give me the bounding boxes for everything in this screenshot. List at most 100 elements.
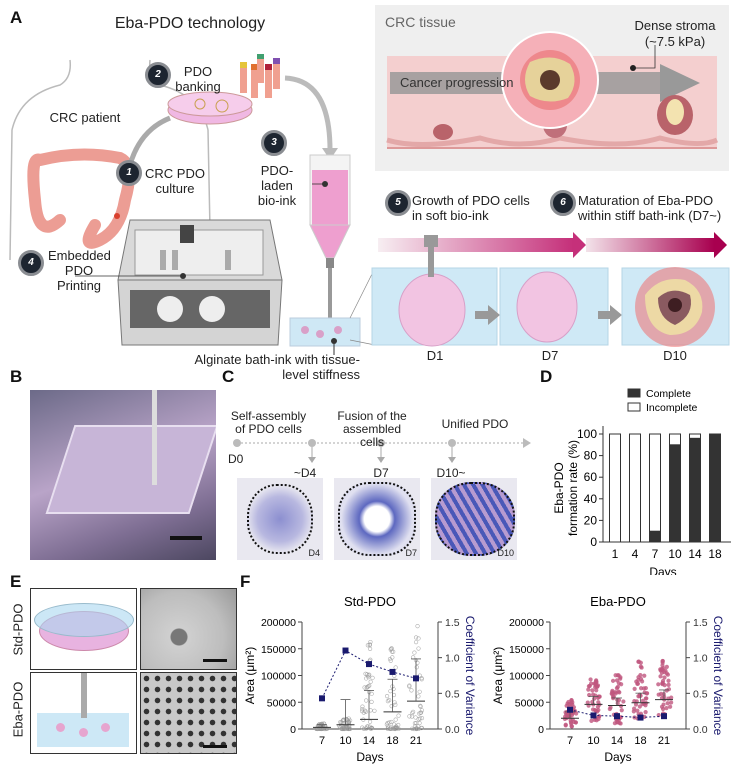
y2-tick-label: 0.5	[445, 688, 460, 700]
data-point	[612, 721, 617, 726]
legend-swatch	[627, 388, 641, 398]
data-point	[666, 678, 671, 683]
data-point	[563, 722, 568, 727]
y2-axis-label: Coefficient of Variance	[463, 616, 477, 736]
data-point	[389, 646, 394, 651]
data-point	[643, 696, 648, 701]
panel-a-illustration	[9, 5, 730, 355]
y-tick-label: 0	[590, 535, 597, 549]
y-axis-label: formation rate (%)	[566, 440, 580, 536]
y2-tick-label: 0.0	[693, 724, 708, 736]
phase-label-1: Self-assembly of PDO cells	[230, 409, 307, 436]
y-tick-label: 80	[584, 449, 598, 463]
image-label-d7: D7	[405, 548, 417, 558]
step-label-6: Maturation of Eba-PDO within stiff bath-…	[578, 193, 722, 223]
data-point	[587, 692, 592, 698]
data-point	[396, 726, 401, 732]
cv-point	[567, 706, 573, 713]
y-axis-label: Area (μm²)	[243, 647, 257, 705]
data-point	[384, 694, 390, 699]
legend-label: Complete	[646, 388, 691, 400]
data-point	[346, 726, 351, 732]
data-point	[656, 692, 661, 697]
stage-d1	[371, 235, 498, 347]
x-tick-label: 1	[612, 547, 619, 561]
timeline-axis	[233, 438, 531, 463]
data-point	[393, 702, 398, 707]
data-point	[643, 710, 648, 715]
data-point	[396, 713, 401, 718]
data-point	[660, 706, 666, 712]
panel-label-b: B	[10, 367, 23, 386]
legend-swatch	[627, 402, 641, 412]
bath-container	[45, 425, 216, 514]
step-badge-2: 2	[145, 62, 171, 88]
data-point	[664, 688, 669, 693]
chart-title: Eba-PDO	[590, 594, 646, 609]
data-point	[410, 711, 415, 716]
data-point	[590, 688, 595, 693]
y-axis-label: Area (μm²)	[491, 647, 505, 705]
data-point	[569, 724, 574, 729]
data-point	[367, 719, 373, 724]
stroma-value: (~7.5 kPa)	[644, 34, 706, 49]
y-tick-label: 0	[290, 724, 296, 736]
data-point	[416, 636, 421, 641]
bar-incomplete	[669, 433, 681, 446]
alginate-bath	[289, 317, 361, 355]
timeline-start: D0	[228, 452, 244, 466]
data-point	[660, 681, 665, 686]
data-point	[393, 665, 398, 670]
stage-label-d1: D1	[426, 348, 444, 363]
data-point	[615, 684, 620, 690]
bar-incomplete	[689, 433, 701, 439]
data-point	[665, 701, 670, 706]
data-point	[661, 702, 666, 707]
panel-a-title: Eba-PDO technology	[114, 15, 266, 32]
data-point	[610, 678, 616, 683]
histology-d4: D4	[237, 478, 323, 560]
cv-point	[590, 712, 597, 719]
arrow-to-syringe	[284, 75, 333, 151]
cv-point	[661, 713, 667, 720]
data-point	[393, 717, 398, 722]
x-tick-label: 14	[363, 735, 375, 747]
y2-tick-label: 0.5	[693, 688, 708, 700]
x-tick-label: 10	[587, 735, 599, 747]
data-point	[387, 720, 392, 725]
bar-complete	[689, 437, 701, 543]
data-point	[365, 643, 370, 648]
data-point	[389, 704, 394, 709]
cv-point	[637, 714, 644, 721]
data-point	[368, 657, 373, 662]
x-tick-label: 7	[652, 547, 659, 561]
data-point	[368, 639, 373, 645]
data-point	[413, 640, 419, 645]
y2-tick-label: 0.0	[445, 724, 460, 736]
y-tick-label: 100	[577, 427, 597, 441]
data-point	[563, 710, 568, 715]
step-badge-6: 6	[550, 190, 576, 216]
nozzle	[152, 390, 157, 485]
data-point	[586, 687, 591, 692]
y2-axis-label: Coefficient of Variance	[711, 616, 725, 736]
data-point	[364, 676, 369, 681]
step-label-1: CRC PDO culture	[145, 166, 205, 196]
phase-label-2: Fusion of the assembled cells	[337, 409, 407, 449]
step-label-3: PDO-laden bio-ink	[257, 163, 297, 208]
data-point	[585, 700, 590, 705]
cv-point	[614, 713, 620, 720]
data-point	[394, 724, 399, 729]
step-label-5: Growth of PDO cells in soft bio-ink	[412, 193, 530, 223]
data-point	[637, 704, 642, 709]
polyp-early	[433, 124, 453, 140]
data-point	[391, 686, 396, 692]
bar-incomplete	[649, 433, 661, 532]
data-point	[586, 684, 592, 689]
x-tick-label: 4	[632, 547, 639, 561]
cv-point	[342, 647, 349, 654]
phase-label-3: Unified PDO	[441, 417, 509, 431]
y2-tick-label: 1.0	[693, 653, 708, 665]
data-point	[661, 666, 666, 671]
data-point	[416, 646, 421, 651]
